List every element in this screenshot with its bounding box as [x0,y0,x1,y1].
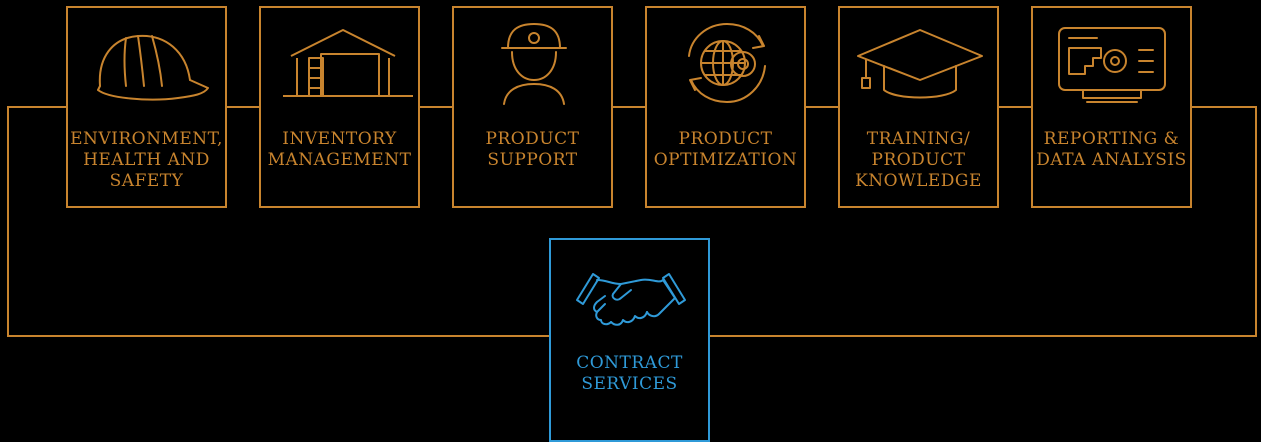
service-label: PRODUCT SUPPORT [485,129,580,170]
warehouse-icon [283,29,413,97]
service-card-product-optimization: PRODUCT OPTIMIZATION [645,6,806,208]
service-card-product-support: PRODUCT SUPPORT [452,6,613,208]
worker-icon [501,23,567,105]
service-card-ehs: ENVIRONMENT, HEALTH AND SAFETY [66,6,227,208]
service-label: TRAINING/ PRODUCT KNOWLEDGE [855,129,982,191]
service-label: INVENTORY MANAGEMENT [267,129,412,170]
service-label: PRODUCT OPTIMIZATION [653,129,798,170]
globe-gear-cycle-icon [688,23,766,103]
center-label: CONTRACT SERVICES [576,353,683,394]
hard-hat-icon [97,34,209,101]
graduation-cap-icon [857,29,983,99]
service-label: ENVIRONMENT, HEALTH AND SAFETY [70,129,223,191]
center-card-contract-services: CONTRACT SERVICES [549,238,710,442]
service-card-inventory: INVENTORY MANAGEMENT [259,6,420,208]
service-card-reporting: REPORTING & DATA ANALYSIS [1031,6,1192,208]
service-label: REPORTING & DATA ANALYSIS [1036,129,1187,170]
monitor-dashboard-icon [1058,27,1166,103]
service-card-training: TRAINING/ PRODUCT KNOWLEDGE [838,6,999,208]
handshake-icon [576,273,686,326]
